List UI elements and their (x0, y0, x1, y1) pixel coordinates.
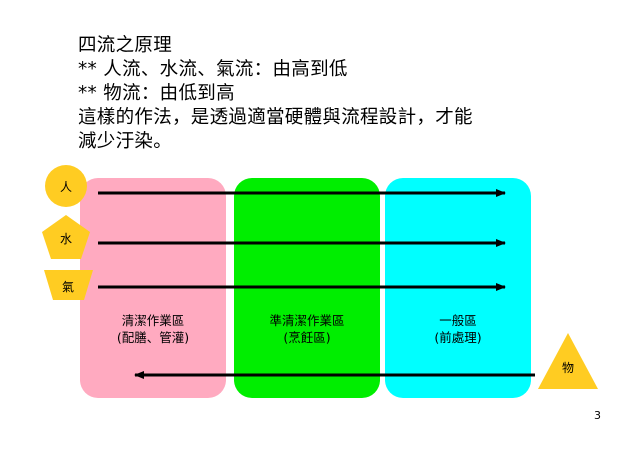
zone-general-label: 一般區 (前處理) (385, 312, 531, 346)
people-shape (45, 165, 87, 207)
water-label: 水 (59, 232, 72, 246)
goods-shape (538, 333, 598, 389)
zone-general-title: 一般區 (439, 313, 477, 328)
goods-label: 物 (561, 361, 574, 375)
air-label: 氣 (61, 280, 74, 294)
slide-text: 四流之原理 ** 人流、水流、氣流：由高到低 ** 物流：由低到高 這樣的作法，… (78, 34, 548, 154)
zone-clean-subtitle: (配膳、管灌) (116, 330, 190, 345)
zone-general-subtitle: (前處理) (434, 330, 482, 345)
slide-line-people-water-air: ** 人流、水流、氣流：由高到低 (78, 59, 348, 80)
slide-line-explanation: 這樣的作法，是透過適當硬體與流程設計，才能 (78, 107, 473, 128)
air-shape (44, 270, 93, 300)
page-number: 3 (594, 409, 601, 422)
zone-semi-clean-title: 準清潔作業區 (269, 313, 345, 328)
zone-clean-label: 清潔作業區 (配膳、管灌) (80, 312, 226, 346)
people-label: 人 (59, 180, 72, 194)
zone-clean-title: 清潔作業區 (121, 313, 185, 328)
slide-title: 四流之原理 (78, 35, 173, 56)
water-shape (42, 215, 90, 259)
zone-semi-clean-label: 準清潔作業區 (烹飪區) (234, 312, 380, 346)
slide-line-goods: ** 物流：由低到高 (78, 83, 235, 104)
slide-line-explanation-cont: 減少汙染。 (78, 131, 173, 152)
zone-semi-clean-subtitle: (烹飪區) (283, 330, 331, 345)
